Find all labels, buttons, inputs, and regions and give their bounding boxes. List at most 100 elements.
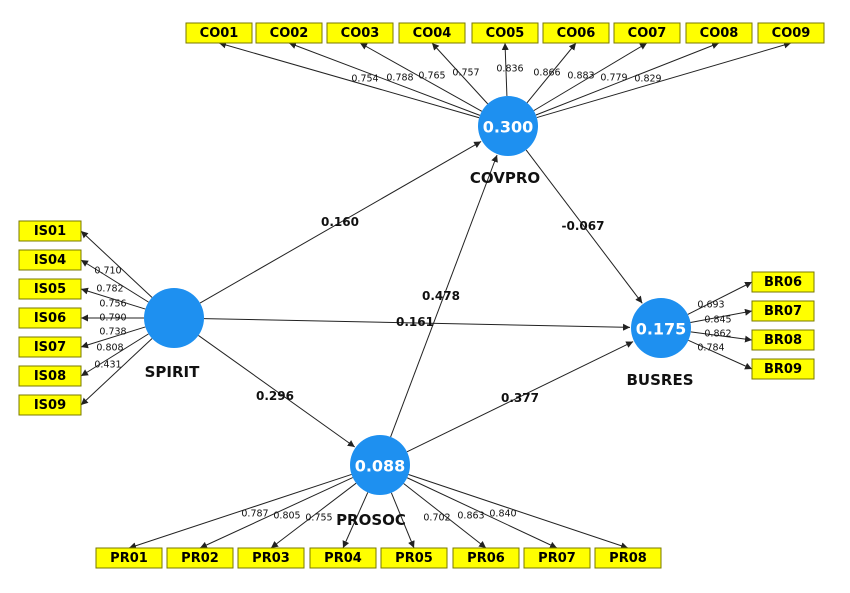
indicator-label-pr01: PR01 [110, 551, 148, 566]
indicator-label-co04: CO04 [413, 26, 452, 41]
indicator-box-co03[interactable] [326, 22, 394, 44]
loading-value-co07: 0.883 [567, 71, 594, 82]
indicator-label-co06: CO06 [557, 26, 596, 41]
indicator-label-co01: CO01 [200, 26, 239, 41]
indicator-label-pr04: PR04 [324, 551, 362, 566]
loading-arrow-is08 [80, 333, 149, 377]
loading-arrow-pr01 [128, 473, 352, 550]
indicator-label-co07: CO07 [628, 26, 667, 41]
loading-arrow-pr07 [406, 477, 558, 549]
indicator-box-pr06[interactable] [452, 547, 520, 569]
indicator-label-pr06: PR06 [467, 551, 505, 566]
loading-arrow-co01 [218, 41, 480, 119]
loading-arrow-co05 [501, 42, 509, 97]
indicator-box-is09[interactable] [18, 394, 82, 416]
path-coefficient-spirit-to-busres: 0.161 [396, 315, 434, 329]
indicator-box-co08[interactable] [685, 22, 753, 44]
indicator-box-co01[interactable] [185, 22, 253, 44]
indicator-label-is06: IS06 [34, 311, 66, 326]
indicator-label-is04: IS04 [34, 253, 66, 268]
loading-arrow-co03 [359, 42, 483, 112]
loading-value-is04: 0.782 [96, 284, 123, 295]
loading-arrow-is04 [80, 259, 149, 303]
construct-label-prosoc: PROSOC [336, 511, 406, 529]
loading-arrow-pr08 [408, 474, 629, 550]
indicator-label-pr05: PR05 [395, 551, 433, 566]
indicator-box-co07[interactable] [613, 22, 681, 44]
loading-value-br06: 0.693 [697, 300, 724, 311]
loading-arrow-br07 [690, 308, 753, 323]
path-arrow-spirit-to-busres [203, 318, 631, 331]
construct-label-spirit: SPIRIT [145, 363, 201, 381]
indicator-label-co09: CO09 [772, 26, 811, 41]
loading-arrow-pr05 [390, 492, 415, 549]
indicator-box-pr04[interactable] [309, 547, 377, 569]
path-arrow-prosoc-to-busres [406, 341, 634, 453]
loading-value-pr02: 0.805 [273, 511, 300, 522]
loading-arrow-is07 [80, 326, 146, 349]
loading-arrow-co07 [533, 42, 648, 112]
r-squared-prosoc: 0.088 [355, 457, 406, 476]
path-coefficient-spirit-to-prosoc: 0.296 [256, 389, 294, 403]
indicator-box-is01[interactable] [18, 220, 82, 242]
indicator-box-pr05[interactable] [380, 547, 448, 569]
indicator-label-is08: IS08 [34, 369, 66, 384]
path-coefficient-prosoc-to-busres: 0.377 [501, 391, 539, 405]
loading-value-is07: 0.738 [99, 327, 126, 338]
loading-value-br09: 0.784 [697, 343, 724, 354]
indicator-box-br06[interactable] [751, 271, 815, 293]
indicator-label-br08: BR08 [764, 333, 802, 348]
indicator-box-co04[interactable] [398, 22, 466, 44]
loading-value-pr07: 0.863 [457, 511, 484, 522]
indicator-box-br09[interactable] [751, 358, 815, 380]
construct-node-busres[interactable] [631, 298, 691, 358]
indicator-label-br07: BR07 [764, 304, 802, 319]
indicator-label-is09: IS09 [34, 398, 66, 413]
loading-value-pr08: 0.840 [489, 509, 516, 520]
loading-arrow-co02 [288, 42, 481, 116]
loading-value-co01: 0.754 [351, 74, 378, 85]
loading-arrow-pr02 [199, 477, 353, 549]
construct-node-covpro[interactable] [478, 96, 538, 156]
indicator-box-br08[interactable] [751, 329, 815, 351]
loading-value-pr01: 0.787 [241, 509, 268, 520]
loading-arrow-co06 [526, 42, 577, 104]
indicator-box-co09[interactable] [757, 22, 825, 44]
indicator-box-is04[interactable] [18, 249, 82, 271]
loading-value-co09: 0.829 [634, 74, 661, 85]
loading-value-co04: 0.757 [452, 68, 479, 79]
indicator-box-pr03[interactable] [237, 547, 305, 569]
indicator-box-is08[interactable] [18, 365, 82, 387]
indicator-box-is05[interactable] [18, 278, 82, 300]
path-arrow-spirit-to-prosoc [198, 335, 356, 448]
loading-value-is01: 0.710 [94, 266, 121, 277]
r-squared-busres: 0.175 [636, 320, 687, 339]
loading-arrow-pr04 [342, 492, 369, 549]
indicator-box-co06[interactable] [542, 22, 610, 44]
indicator-label-co03: CO03 [341, 26, 380, 41]
indicator-label-br06: BR06 [764, 275, 802, 290]
indicator-label-pr07: PR07 [538, 551, 576, 566]
indicator-box-co05[interactable] [471, 22, 539, 44]
r-squared-covpro: 0.300 [483, 118, 534, 137]
indicator-box-pr07[interactable] [523, 547, 591, 569]
indicator-box-pr01[interactable] [95, 547, 163, 569]
construct-node-prosoc[interactable] [350, 435, 410, 495]
construct-label-busres: BUSRES [626, 371, 693, 389]
indicator-box-pr02[interactable] [166, 547, 234, 569]
indicator-box-is06[interactable] [18, 307, 82, 329]
loading-value-co02: 0.788 [386, 73, 413, 84]
loading-arrow-br06 [687, 281, 753, 315]
indicator-box-co02[interactable] [255, 22, 323, 44]
construct-node-spirit[interactable] [144, 288, 204, 348]
indicator-box-is07[interactable] [18, 336, 82, 358]
loading-arrow-co04 [431, 42, 489, 105]
indicator-box-br07[interactable] [751, 300, 815, 322]
loading-arrow-pr03 [270, 482, 357, 549]
loading-value-is08: 0.808 [96, 343, 123, 354]
path-coefficient-spirit-to-covpro: 0.160 [321, 215, 359, 229]
indicator-label-co08: CO08 [700, 26, 739, 41]
indicator-box-pr08[interactable] [594, 547, 662, 569]
path-arrow-spirit-to-covpro [199, 141, 482, 304]
